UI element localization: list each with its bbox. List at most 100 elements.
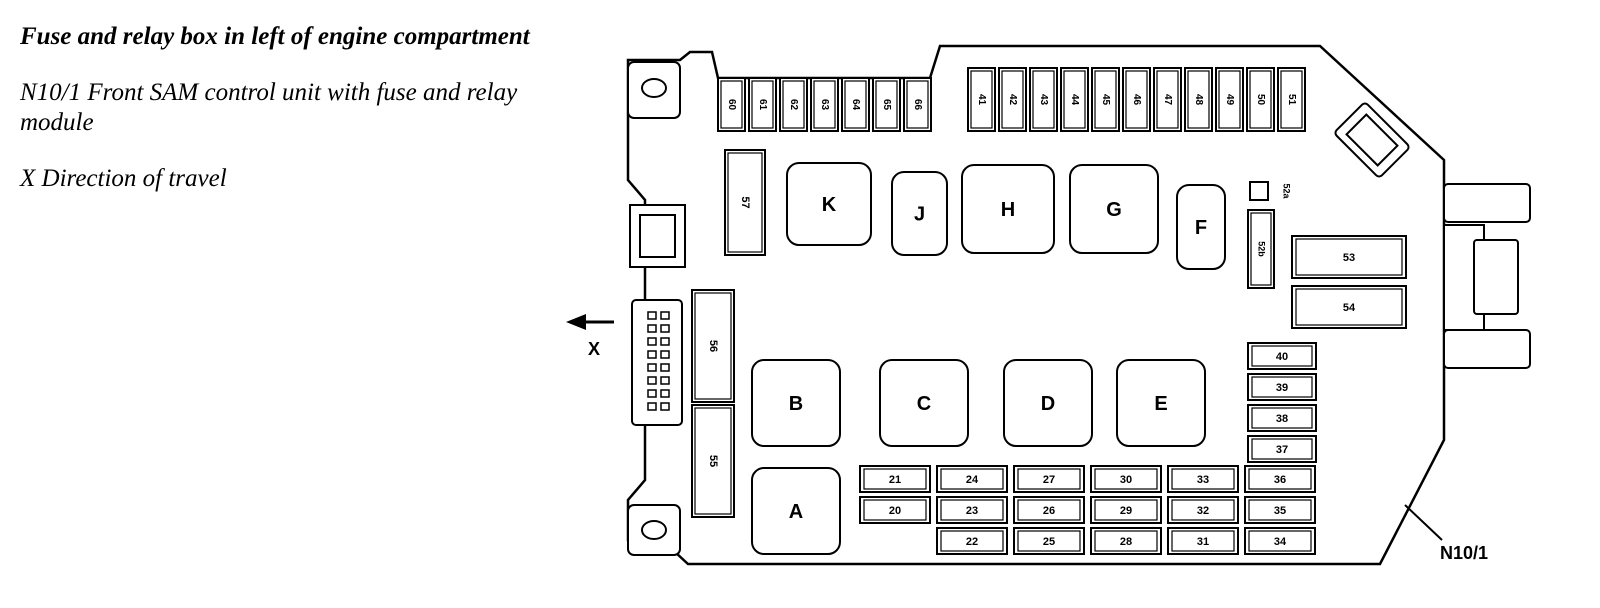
fuse-label-48: 48 [1193,94,1204,106]
fuse-64: 64 [841,77,870,132]
relay-label-e: E [1154,393,1167,415]
fuse-30: 30 [1090,465,1162,493]
relay-a: A [751,467,841,555]
left-connector [631,299,683,426]
fuse-40: 40 [1247,342,1317,370]
fuse-label-57: 57 [739,196,751,208]
fuse-label-21: 21 [889,474,901,486]
fuse-label-65: 65 [881,99,892,111]
module-label: N10/1 [1440,543,1488,563]
fuse-46: 46 [1122,67,1151,132]
fuse-48: 48 [1184,67,1213,132]
legend-item-x: X Direction of travel [20,165,227,192]
relay-f: F [1176,184,1226,270]
fuse-35: 35 [1244,496,1316,524]
fuse-66: 66 [903,77,932,132]
fuse-label-42: 42 [1007,94,1018,106]
fuse-label-31: 31 [1197,536,1209,548]
fuse-label-47: 47 [1162,94,1173,106]
fuse-label-41: 41 [976,94,987,106]
fuse-61: 61 [748,77,777,132]
module-leader-line [1404,504,1443,541]
fuse-label-62: 62 [788,99,799,111]
fuse-label-26: 26 [1043,505,1055,517]
mounting-tab-top [627,61,681,119]
relay-label-f: F [1195,217,1207,239]
fuse-label-61: 61 [757,99,768,111]
fuse-label-51: 51 [1286,94,1297,106]
fuse-45: 45 [1091,67,1120,132]
fuse-label-35: 35 [1274,505,1286,517]
fuse-label-56: 56 [707,340,719,352]
fuse-label-23: 23 [966,505,978,517]
fuse-52a: 52a [1249,181,1292,201]
fuse-63: 63 [810,77,839,132]
fuse-label-44: 44 [1069,94,1080,106]
fuse-23: 23 [936,496,1008,524]
fuse-label-24: 24 [966,474,979,486]
mounting-tab-bottom [627,504,681,556]
direction-arrow [566,314,614,330]
fuse-54: 54 [1291,285,1407,329]
relay-label-j: J [914,204,925,226]
fuse-label-36: 36 [1274,474,1286,486]
fuse-20: 20 [859,496,931,524]
relay-label-g: G [1106,199,1122,221]
fuse-label-53: 53 [1343,252,1355,264]
right-connector [1443,183,1531,369]
fuse-42: 42 [998,67,1027,132]
fuse-label-30: 30 [1120,474,1132,486]
fuse-65: 65 [872,77,901,132]
fuse-label-33: 33 [1197,474,1209,486]
relay-b: B [751,359,841,447]
fuse-27: 27 [1013,465,1085,493]
fuse-21: 21 [859,465,931,493]
fuse-label-40: 40 [1276,351,1288,363]
fuse-label-54: 54 [1343,302,1356,314]
relay-label-b: B [789,393,803,415]
fuse-label-27: 27 [1043,474,1055,486]
relay-g: G [1069,164,1159,254]
relay-label-c: C [917,393,931,415]
left-clip [629,204,686,268]
fuse-37: 37 [1247,435,1317,463]
fuse-43: 43 [1029,67,1058,132]
fuse-label-55: 55 [707,455,719,467]
fuse-31: 31 [1167,527,1239,555]
fuse-label-52a: 52a [1282,183,1292,199]
fuse-26: 26 [1013,496,1085,524]
legend-title: Fuse and relay box in left of engine com… [20,23,530,50]
fuse-label-49: 49 [1224,94,1235,106]
relay-e: E [1116,359,1206,447]
fuse-25: 25 [1013,527,1085,555]
fuse-label-34: 34 [1274,536,1287,548]
legend: Fuse and relay box in left of engine com… [20,22,540,220]
fuse-label-46: 46 [1131,94,1142,106]
fuse-49: 49 [1215,67,1244,132]
fuse-label-60: 60 [726,99,737,111]
relay-label-d: D [1041,393,1055,415]
fuse-label-45: 45 [1100,94,1111,106]
relay-label-h: H [1001,199,1015,221]
fuse-55: 55 [691,404,735,518]
fuse-label-20: 20 [889,505,901,517]
fuse-29: 29 [1090,496,1162,524]
fuse-label-28: 28 [1120,536,1132,548]
fuse-47: 47 [1153,67,1182,132]
fuse-52b: 52b [1247,209,1275,289]
fuse-label-38: 38 [1276,413,1288,425]
top-right-clip [1334,102,1410,178]
fuse-label-66: 66 [912,99,923,111]
fuse-57: 57 [724,149,766,256]
fuse-label-43: 43 [1038,94,1049,106]
fuse-label-32: 32 [1197,505,1209,517]
fuse-28: 28 [1090,527,1162,555]
fuse-56: 56 [691,289,735,403]
relay-label-a: A [789,501,803,523]
fuse-62: 62 [779,77,808,132]
fuse-label-22: 22 [966,536,978,548]
relay-j: J [891,171,948,256]
fuse-32: 32 [1167,496,1239,524]
fuse-24: 24 [936,465,1008,493]
